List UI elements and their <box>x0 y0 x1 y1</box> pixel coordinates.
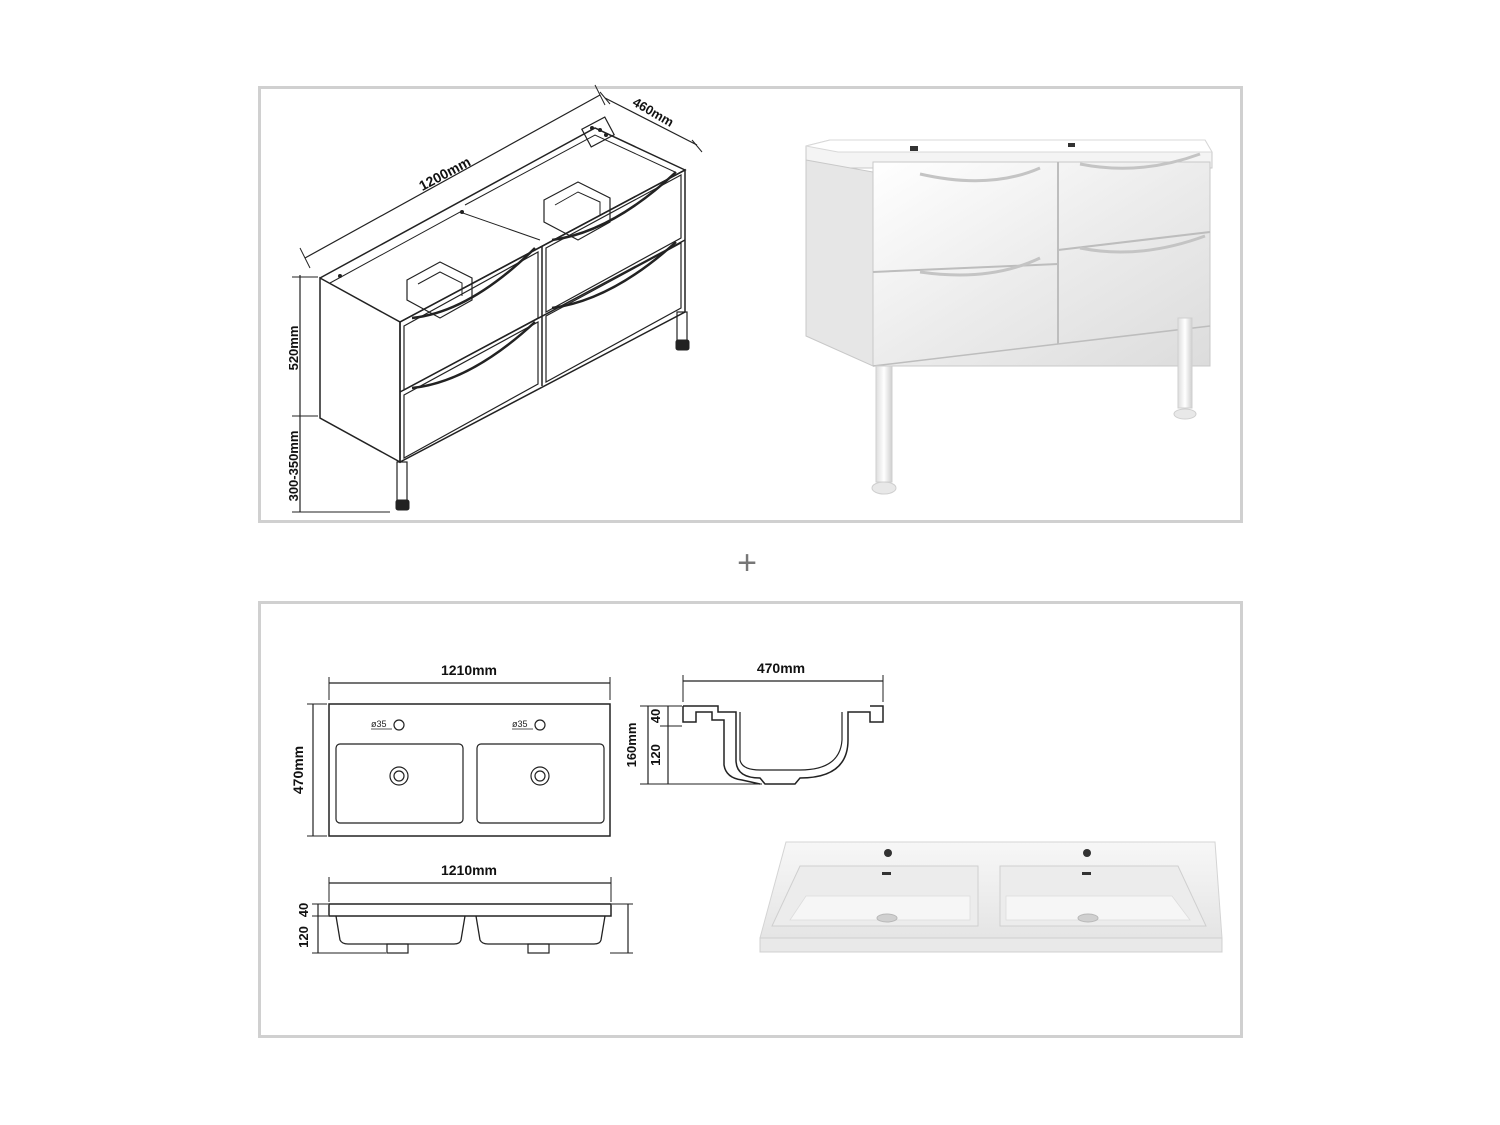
plus-separator: + <box>737 544 757 582</box>
basin-panel <box>258 601 1243 1038</box>
cabinet-leg-front <box>396 461 408 503</box>
cabinet-depth-label: 460mm <box>630 94 676 129</box>
section-width-label: 470mm <box>757 660 805 676</box>
drawer-upper-left <box>403 250 539 392</box>
cabinet-height-label: 520mm <box>286 326 301 371</box>
cabinet-width-label: 1200mm <box>416 153 473 193</box>
section-bowl-label: 120 <box>648 744 663 766</box>
basin-photo <box>759 841 1223 953</box>
front-bowl-label: 120 <box>296 926 311 948</box>
drawer-upper-right <box>545 173 682 314</box>
cabinet-side-panel <box>319 276 401 464</box>
cabinet-leg-label: 300-350mm <box>286 431 301 502</box>
basin-top-depth-label: 470mm <box>290 746 306 794</box>
basin-front-view: 1210mm 40 120 <box>296 862 633 954</box>
right-drain-icon <box>530 766 550 786</box>
right-tap-hole-icon <box>534 719 546 731</box>
right-tap-hole-label: ø35 <box>512 719 528 729</box>
drawer-lower-right <box>545 241 682 384</box>
left-tap-hole-label: ø35 <box>371 719 387 729</box>
left-tap-hole-icon <box>393 719 405 731</box>
cabinet-line-drawing: 1200mm 460mm 520mm 300-350mm <box>286 84 703 513</box>
cabinet-leg-back <box>676 311 688 343</box>
basin-top-view: ø35 ø35 1210mm 470mm <box>290 662 611 837</box>
right-bowl-outline <box>476 743 605 824</box>
section-total-height-label: 160mm <box>624 723 639 768</box>
basin-front-width-label: 1210mm <box>441 862 497 878</box>
front-rim-label: 40 <box>296 903 311 917</box>
drawer-lower-left <box>403 320 539 460</box>
left-drain-icon <box>389 766 409 786</box>
basin-top-width-label: 1210mm <box>441 662 497 678</box>
left-bowl-outline <box>335 743 464 824</box>
basin-section-view: 470mm 160mm 40 120 <box>624 660 884 785</box>
cabinet-top-edge <box>319 127 687 323</box>
cabinet-photo <box>805 139 1213 495</box>
section-rim-label: 40 <box>648 709 663 723</box>
